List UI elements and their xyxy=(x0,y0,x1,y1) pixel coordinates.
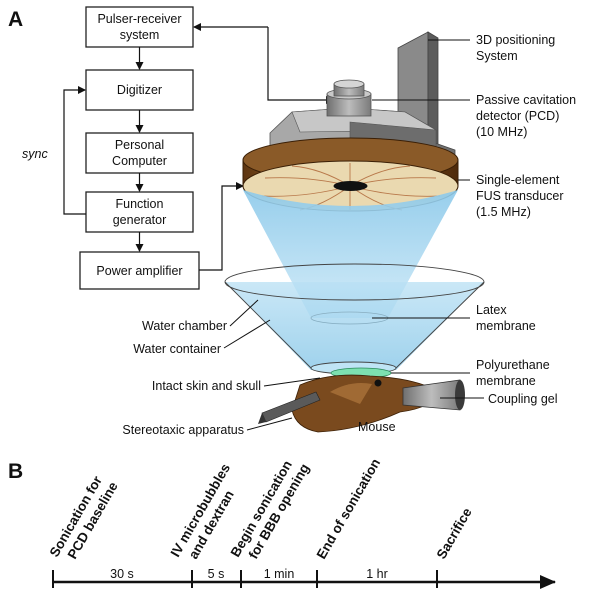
svg-text:Computer: Computer xyxy=(112,154,167,168)
panel-a-letter: A xyxy=(8,8,23,31)
sync-loop xyxy=(63,86,86,215)
sync-label: sync xyxy=(22,147,48,161)
label-coupling-gel: Coupling gel xyxy=(488,392,558,406)
svg-text:Pulser-receiver: Pulser-receiver xyxy=(97,12,181,26)
event-5-line1: Sacrifice xyxy=(434,505,475,562)
digitizer-box: Digitizer xyxy=(85,69,194,111)
label-latex-2: membrane xyxy=(476,319,536,333)
pulser-pcd-link xyxy=(193,23,334,104)
label-stereotaxic: Stereotaxic apparatus xyxy=(122,423,244,437)
label-polyurethane-1: Polyurethane xyxy=(476,358,550,372)
label-fus-2: FUS transducer xyxy=(476,189,564,203)
timeline-events: Sonication for PCD baseline IV microbubb… xyxy=(47,456,475,562)
svg-text:Digitizer: Digitizer xyxy=(117,83,162,97)
function-generator-box: Function generator xyxy=(85,191,194,233)
duration-3: 1 min xyxy=(264,567,295,581)
duration-1: 30 s xyxy=(110,567,134,581)
fus-transducer xyxy=(242,137,459,212)
timeline-durations: 30 s 5 s 1 min 1 hr xyxy=(110,567,388,581)
event-4-line1: End of sonication xyxy=(314,456,384,562)
timeline xyxy=(52,570,556,589)
label-fus-1: Single-element xyxy=(476,173,560,187)
amp-transducer-link xyxy=(199,182,244,271)
label-pcd-3: (10 MHz) xyxy=(476,125,527,139)
power-amplifier-box: Power amplifier xyxy=(79,251,200,290)
duration-4: 1 hr xyxy=(366,567,388,581)
pulser-receiver-box: Pulser-receiver system xyxy=(85,6,194,48)
label-intact-skin: Intact skin and skull xyxy=(152,379,261,393)
right-labels: 3D positioning System Passive cavitation… xyxy=(476,33,576,406)
svg-text:Power amplifier: Power amplifier xyxy=(96,264,182,278)
label-pcd-2: detector (PCD) xyxy=(476,109,559,123)
label-latex-1: Latex xyxy=(476,303,507,317)
label-positioning-2: System xyxy=(476,49,518,63)
label-mouse: Mouse xyxy=(358,420,396,434)
svg-text:system: system xyxy=(120,28,160,42)
personal-computer-box: Personal Computer xyxy=(85,132,194,174)
svg-text:generator: generator xyxy=(113,213,167,227)
panel-b-letter: B xyxy=(8,460,23,483)
mouse-setup xyxy=(258,367,465,433)
label-water-chamber: Water chamber xyxy=(142,319,227,333)
svg-text:Personal: Personal xyxy=(115,138,164,152)
label-positioning-1: 3D positioning xyxy=(476,33,555,47)
duration-2: 5 s xyxy=(208,567,225,581)
label-polyurethane-2: membrane xyxy=(476,374,536,388)
label-fus-3: (1.5 MHz) xyxy=(476,205,531,219)
label-water-container: Water container xyxy=(133,342,221,356)
svg-text:Function: Function xyxy=(116,197,164,211)
leader-lines xyxy=(223,39,484,431)
left-labels: Water chamber Water container Intact ski… xyxy=(122,319,395,437)
label-pcd-1: Passive cavitation xyxy=(476,93,576,107)
